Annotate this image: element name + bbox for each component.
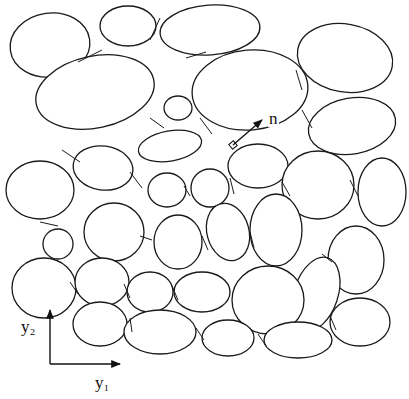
normal-vector — [229, 120, 262, 149]
axis-label: y₂ — [20, 318, 36, 335]
axis-label: y₁ — [94, 374, 110, 391]
contact-lines — [40, 18, 358, 346]
grains — [6, 2, 406, 358]
axes — [50, 310, 120, 364]
vector-label: n — [268, 110, 279, 127]
